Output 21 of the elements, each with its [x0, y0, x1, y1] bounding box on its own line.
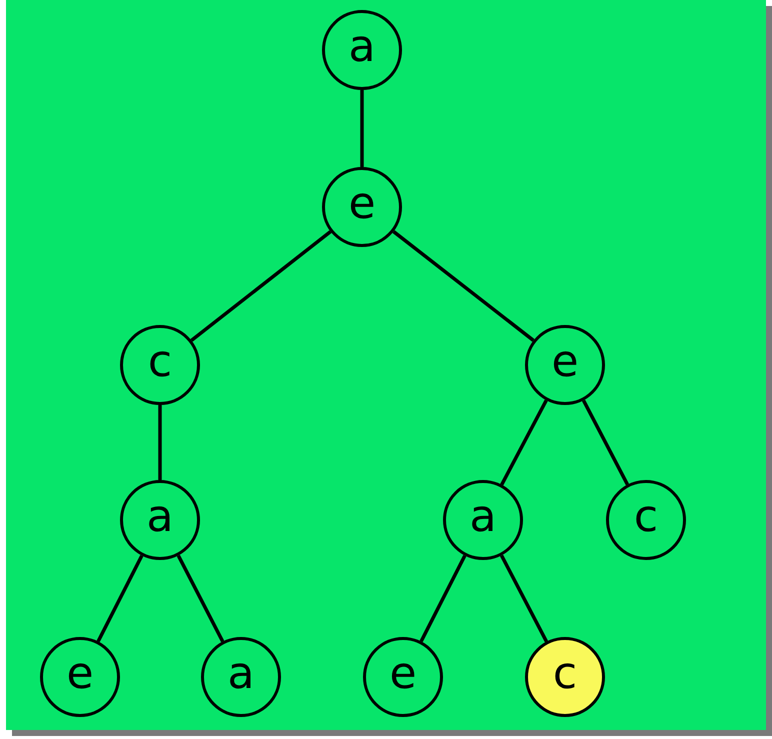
node-letter: e — [389, 652, 417, 696]
connector-line — [500, 554, 548, 642]
connector-line — [190, 230, 332, 342]
node-letter: a — [348, 25, 376, 69]
connector-line — [158, 405, 162, 480]
node-letter: a — [228, 652, 254, 696]
node-letter: e — [348, 182, 376, 226]
node-letter: c — [634, 495, 658, 539]
node-letter: c — [552, 652, 578, 696]
connector-line — [500, 400, 548, 486]
connector-line — [96, 554, 144, 642]
node-letter: e — [551, 340, 579, 384]
node-letter: c — [148, 340, 172, 384]
node-letter: a — [146, 495, 174, 539]
connector-line — [420, 554, 466, 642]
connector-line — [582, 400, 630, 486]
node-letter: e — [66, 652, 94, 696]
connector-line — [392, 230, 534, 342]
node-letter: a — [470, 495, 496, 539]
connector-line — [360, 90, 364, 167]
connector-line — [176, 554, 224, 642]
